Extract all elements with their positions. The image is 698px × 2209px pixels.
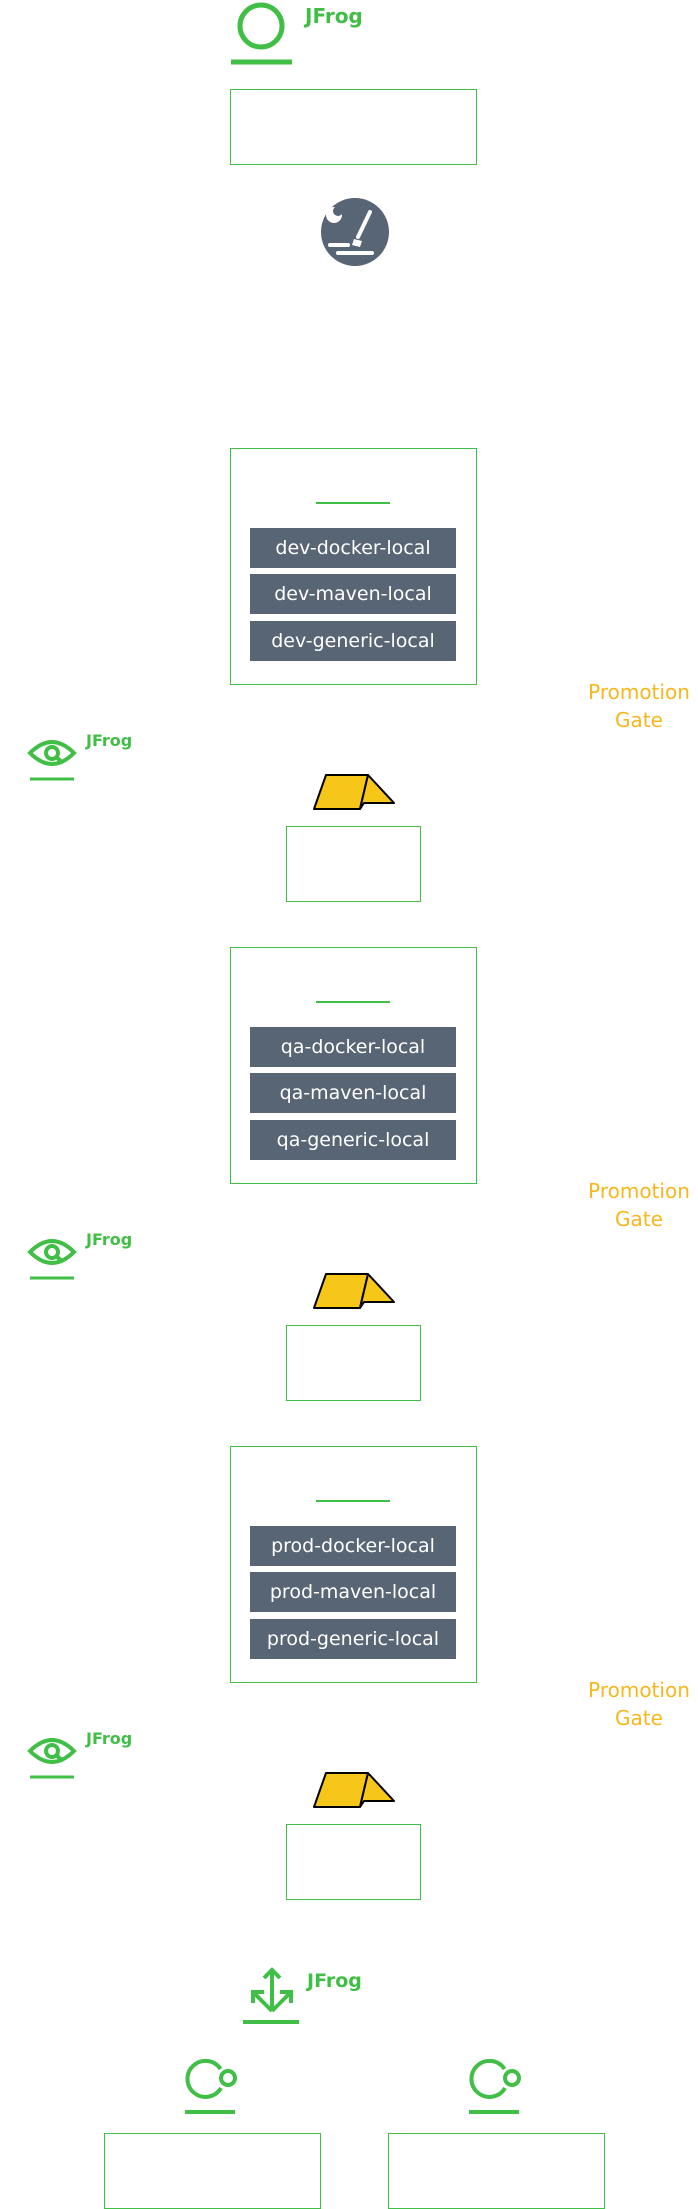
eye-icon — [27, 1239, 77, 1280]
repo-item[interactable]: dev-generic-local — [250, 621, 456, 661]
repo-item[interactable]: prod-generic-local — [250, 1619, 456, 1659]
promotion-gate-text: Promotion Gate — [588, 680, 690, 732]
promotion-gate — [312, 773, 396, 813]
watcher-brand: JFrog — [86, 1729, 133, 1748]
gate-flag-icon — [313, 1273, 395, 1309]
repo-item[interactable]: qa-docker-local — [250, 1027, 456, 1067]
gate-flag-icon — [313, 1772, 395, 1808]
gate-flag-icon — [313, 774, 395, 810]
stage-box-dev: dev-docker-local dev-maven-local dev-gen… — [230, 448, 477, 685]
repo-item[interactable]: dev-maven-local — [250, 574, 456, 614]
eye-icon — [27, 1738, 77, 1779]
ring-icon — [231, 2, 292, 65]
repo-item[interactable]: dev-docker-local — [250, 528, 456, 568]
repo-item[interactable]: qa-maven-local — [250, 1073, 456, 1113]
distribution: JFrog — [242, 1965, 382, 2027]
stage-divider — [316, 1001, 390, 1003]
promotion-gate-label: Promotion Gate — [579, 678, 698, 734]
build-tool-icon — [321, 198, 389, 266]
edge-node-icon — [185, 2058, 237, 2114]
distribution-brand: JFrog — [307, 1970, 362, 1992]
edge-node-icon — [469, 2058, 521, 2114]
repo-item[interactable]: prod-docker-local — [250, 1526, 456, 1566]
promotion-gate-label: Promotion Gate — [579, 1676, 698, 1732]
edge-box-left — [104, 2133, 321, 2209]
promotion-gate-text: Promotion Gate — [588, 1678, 690, 1730]
edge-node-right — [467, 2052, 527, 2116]
distribution-icon — [243, 1967, 299, 2024]
header-logo: JFrog — [228, 0, 363, 68]
gate-box — [286, 826, 421, 902]
watcher: JFrog — [27, 1224, 138, 1282]
stage-divider — [316, 1500, 390, 1502]
stage-box-prod: prod-docker-local prod-maven-local prod-… — [230, 1446, 477, 1683]
promotion-gate — [312, 1272, 396, 1312]
promotion-gate-label: Promotion Gate — [579, 1177, 698, 1233]
watcher-brand: JFrog — [86, 1230, 133, 1249]
promotion-gate-text: Promotion Gate — [588, 1179, 690, 1231]
edge-node-left — [183, 2052, 243, 2116]
promotion-gate — [312, 1771, 396, 1811]
source-box — [230, 89, 477, 165]
build-tool — [320, 197, 390, 267]
stage-box-qa: qa-docker-local qa-maven-local qa-generi… — [230, 947, 477, 1184]
brand-label: JFrog — [305, 4, 363, 28]
repo-item[interactable]: qa-generic-local — [250, 1120, 456, 1160]
watcher-brand: JFrog — [86, 731, 133, 750]
stage-divider — [316, 502, 390, 504]
edge-box-right — [388, 2133, 605, 2209]
watcher: JFrog — [27, 1723, 138, 1781]
repo-item[interactable]: prod-maven-local — [250, 1572, 456, 1612]
watcher: JFrog — [27, 725, 138, 783]
gate-box — [286, 1325, 421, 1401]
eye-icon — [27, 740, 77, 781]
gate-box — [286, 1824, 421, 1900]
